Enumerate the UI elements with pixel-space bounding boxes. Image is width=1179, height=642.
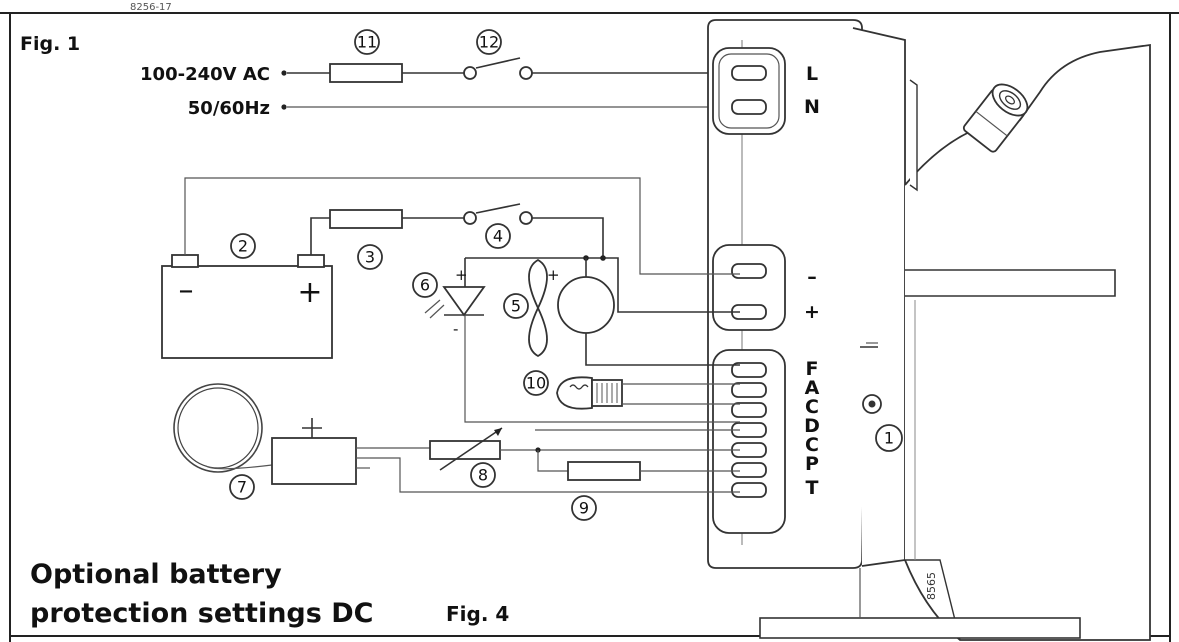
svg-text:6: 6: [420, 276, 430, 295]
callout-3: 3: [357, 244, 383, 270]
callout-6: 6: [412, 272, 438, 298]
fig-label-bottom: Fig. 4: [446, 602, 509, 626]
terminal-c2: C: [805, 434, 819, 456]
code-label: 8565: [925, 572, 938, 600]
terminal-t: T: [806, 477, 819, 499]
fan-plus: +: [547, 266, 560, 284]
dc-switch-contact-right: [519, 211, 533, 225]
service-valve: [962, 83, 1029, 153]
callout-4: 4: [485, 223, 511, 249]
battery-plus: +: [297, 275, 322, 310]
thermostat: [173, 383, 370, 485]
terminal-f: F: [806, 358, 819, 380]
terminal-minus: –: [807, 266, 817, 288]
led: [424, 258, 486, 319]
caption-line-2: protection settings DC: [30, 598, 373, 629]
lamp: [556, 376, 740, 410]
ac-fuse: [329, 63, 403, 83]
dc-fuse: [329, 209, 403, 229]
led-minus: -: [453, 320, 458, 338]
dc-switch-contact-left: [463, 211, 477, 225]
callout-9: 9: [571, 495, 597, 521]
battery: [161, 254, 333, 359]
callout-5: 5: [503, 293, 529, 319]
svg-text:2: 2: [238, 237, 248, 256]
compressor-housing: [759, 43, 1151, 641]
callout-1: 1: [875, 424, 903, 452]
svg-text:8: 8: [478, 466, 488, 485]
callout-7: 7: [229, 474, 255, 500]
ac-switch-contact-left: [463, 66, 477, 80]
header-fragment: 8256-17: [130, 2, 172, 13]
battery-minus: –: [179, 273, 194, 308]
callout-2: 2: [230, 233, 256, 259]
supply-voltage: 100-240V AC: [140, 64, 270, 85]
variable-resistor: [429, 440, 501, 460]
svg-text:3: 3: [365, 248, 375, 267]
caption-line-1: Optional battery: [30, 559, 282, 590]
svg-text:7: 7: [237, 478, 247, 497]
svg-text:10: 10: [526, 374, 546, 393]
callout-12: 12: [476, 29, 502, 55]
svg-text:5: 5: [511, 297, 521, 316]
svg-text:11: 11: [357, 33, 377, 52]
supply-frequency: 50/60Hz: [188, 98, 270, 119]
svg-text:4: 4: [493, 227, 503, 246]
callout-11: 11: [354, 29, 380, 55]
resistor: [567, 461, 641, 481]
led-plus: +: [455, 266, 468, 284]
compressor-unit: [707, 19, 906, 569]
terminal-plus: +: [804, 301, 820, 323]
terminal-d: D: [804, 415, 820, 437]
svg-text:9: 9: [579, 499, 589, 518]
terminal-a: A: [805, 377, 820, 399]
callout-8: 8: [470, 462, 496, 488]
terminal-p: P: [805, 453, 819, 475]
terminal-c: C: [805, 396, 819, 418]
fig-label-top: Fig. 1: [20, 33, 80, 55]
ac-switch-contact-right: [519, 66, 533, 80]
terminal-n: N: [804, 96, 820, 118]
svg-text:1: 1: [884, 429, 894, 448]
terminal-l: L: [806, 63, 818, 85]
svg-text:12: 12: [479, 33, 499, 52]
fan: [528, 258, 740, 366]
callout-10: 10: [523, 370, 549, 396]
